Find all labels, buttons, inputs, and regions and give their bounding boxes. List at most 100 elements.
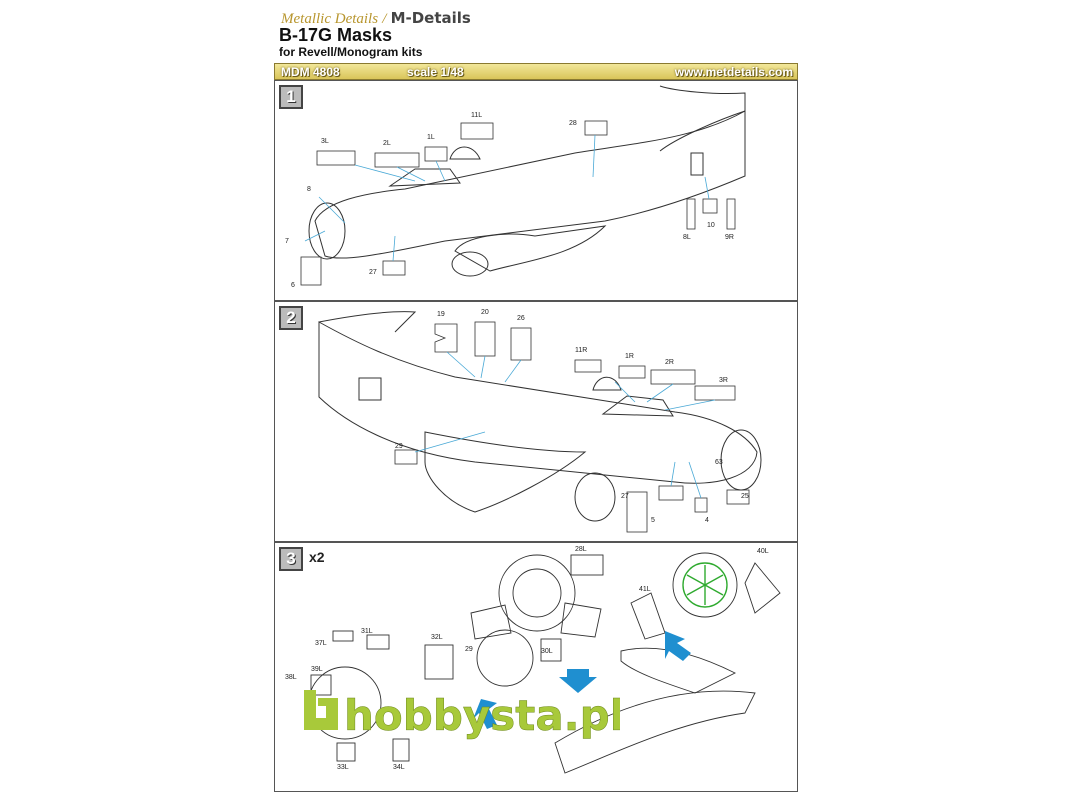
tail-fin bbox=[318, 311, 417, 333]
mask-part bbox=[694, 385, 736, 401]
part-label: 8L bbox=[683, 234, 691, 241]
brand-line: Metallic Details / M-Details bbox=[281, 9, 471, 28]
page-subtitle: for Revell/Monogram kits bbox=[279, 45, 423, 59]
part-label: 6 bbox=[291, 282, 295, 289]
part-label: 3R bbox=[719, 377, 728, 384]
part-label: 37L bbox=[315, 640, 327, 647]
arrow-icon bbox=[665, 631, 691, 661]
watermark-logo-icon bbox=[304, 690, 338, 730]
part-label: 29 bbox=[395, 443, 403, 450]
mask-part bbox=[702, 198, 718, 214]
step-3-panel: 3 x2 bbox=[274, 542, 798, 792]
leader-line bbox=[396, 166, 426, 182]
fuselage-outline bbox=[314, 110, 746, 259]
leader-line bbox=[318, 196, 346, 224]
part-label: 29 bbox=[465, 646, 473, 653]
mask-part bbox=[316, 150, 356, 166]
mask-part bbox=[424, 146, 448, 162]
side-window bbox=[358, 377, 382, 401]
part-label: 2R bbox=[665, 359, 674, 366]
part-label: 7 bbox=[285, 238, 289, 245]
brand-separator: / bbox=[382, 11, 387, 27]
mask-part bbox=[382, 260, 406, 276]
quantity-multiplier: x2 bbox=[309, 549, 325, 565]
mask-part bbox=[726, 489, 750, 505]
watermark-text: hobbysta.pl bbox=[344, 691, 620, 740]
leader-line bbox=[414, 431, 486, 453]
direction-arrows bbox=[473, 631, 691, 729]
part-label: 8 bbox=[307, 186, 311, 193]
part-label: 28L bbox=[575, 546, 587, 553]
mask-part bbox=[726, 198, 736, 230]
turret-mount bbox=[470, 604, 512, 640]
part-label: 20 bbox=[481, 309, 489, 316]
mask-part bbox=[630, 592, 666, 640]
leader-line bbox=[592, 134, 596, 178]
step-3-number: 3 bbox=[279, 547, 303, 571]
canopy bbox=[388, 168, 461, 187]
mask-part bbox=[310, 674, 332, 696]
mask-part bbox=[300, 256, 322, 286]
engine-nacelle bbox=[454, 225, 607, 272]
mask-part bbox=[476, 629, 534, 687]
scale-label: scale 1/48 bbox=[407, 65, 464, 79]
leader-line bbox=[646, 383, 674, 403]
mask-part bbox=[650, 369, 696, 385]
part-label: 27 bbox=[621, 493, 629, 500]
product-code: MDM 4808 bbox=[281, 65, 340, 79]
mask-part bbox=[394, 449, 418, 465]
leader-line bbox=[304, 230, 326, 242]
part-label: 9R bbox=[725, 234, 734, 241]
part-label: 11R bbox=[575, 347, 587, 354]
part-label: 40L bbox=[757, 548, 769, 555]
leader-line bbox=[664, 399, 716, 411]
mask-part bbox=[570, 554, 604, 576]
part-label: 19 bbox=[437, 311, 445, 318]
leader-line bbox=[446, 351, 476, 378]
step-3-diagram: 28L 40L 41L 29 30L 37L 31L 32L 38L 39L 3… bbox=[285, 546, 781, 774]
engine-cowl bbox=[451, 251, 489, 277]
leader-line bbox=[704, 176, 710, 200]
mask-part bbox=[694, 497, 708, 513]
part-label: 30L bbox=[541, 648, 553, 655]
mask-part bbox=[744, 562, 781, 614]
top-turret bbox=[592, 376, 622, 391]
leader-line bbox=[435, 160, 446, 182]
watermark: hobbysta.pl bbox=[304, 690, 620, 740]
website-url: www.metdetails.com bbox=[674, 65, 793, 79]
arrow-icon bbox=[559, 669, 597, 693]
part-label: 32L bbox=[431, 634, 443, 641]
mask-part bbox=[434, 323, 458, 353]
part-label: 2L bbox=[383, 140, 391, 147]
part-label: 11L bbox=[471, 112, 482, 119]
part-label: 33L bbox=[337, 764, 349, 771]
tail-turret bbox=[672, 552, 738, 618]
part-label: 63 bbox=[715, 459, 723, 466]
part-label: 27 bbox=[369, 269, 377, 276]
page-title: B-17G Masks bbox=[279, 25, 393, 45]
part-label: 38L bbox=[285, 674, 297, 681]
green-mask-highlight bbox=[682, 562, 728, 608]
leader-line bbox=[480, 355, 486, 379]
part-label: 31L bbox=[361, 628, 373, 635]
leader-line bbox=[392, 235, 396, 262]
step-3-labels: 28L 40L 41L 29 30L 37L 31L 32L 38L 39L 3… bbox=[285, 546, 769, 771]
part-label: 10 bbox=[707, 222, 715, 229]
mask-part bbox=[460, 122, 494, 140]
step-1-panel: 1 bbox=[274, 80, 798, 301]
brand-script: Metallic Details bbox=[281, 11, 379, 27]
leader-line bbox=[354, 164, 416, 182]
plane-fuselage bbox=[554, 690, 756, 774]
engine-nacelle bbox=[424, 431, 587, 513]
part-label: 41L bbox=[639, 586, 651, 593]
turret-mount bbox=[560, 602, 602, 638]
plane-wing bbox=[620, 647, 737, 694]
mask-part bbox=[618, 365, 646, 379]
mask-part bbox=[686, 198, 696, 230]
info-bar: MDM 4808 scale 1/48 www.metdetails.com bbox=[274, 63, 798, 80]
ball-turret bbox=[498, 554, 576, 632]
step-1-number: 1 bbox=[279, 85, 303, 109]
part-label: 34L bbox=[393, 764, 405, 771]
mask-part bbox=[336, 742, 356, 762]
leader-line bbox=[504, 359, 522, 383]
